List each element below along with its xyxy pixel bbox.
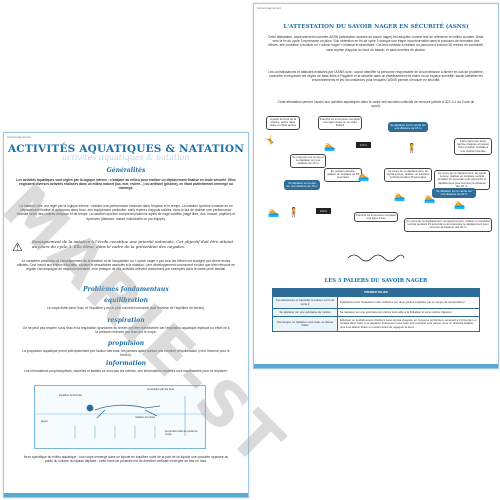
right-page-tag: Accompagnement [257,6,282,10]
paragraph-propulsion: La propulsion aquatique prend principale… [22,349,230,358]
step-bubble-surplace-reprendre: Au cours de ce déplacement, au signal so… [404,218,492,232]
left-page-title-shadow: activités aquatiques & natation [62,153,190,162]
subheading-information: information [105,360,147,367]
paragraph-natation-sportive: La natation, elle, est régie par la logi… [16,204,236,221]
subheading-respiration: respiration [107,317,145,324]
swimmer-forces-svg [35,396,205,438]
right-page-bottom-stripe [254,364,498,368]
step-bubble-immersion-ligne: Franchir en immersion complète une ligne… [318,116,362,130]
section-heading-paliers: LES 3 PALIERS DU SAVOIR NAGER [324,278,428,284]
step-bubble-chute-arriere: À partir du bord de la piscine, entrer d… [266,116,300,130]
table-row: S'immerger, se déplacer sous l'eau, se l… [272,316,480,333]
swimmer-arms-icon: 🏊 [394,191,406,201]
table-cell-left: Connaissances et capacités à évaluer en … [272,296,338,309]
subheading-equilibration: équilibration [104,297,148,304]
step-bubble-surplace-dorsal: En position dorsale, réaliser un surplac… [324,168,362,182]
distance-badge-2: 3.5 m [316,208,331,214]
swimmer-forces-diagram: propulsion par les bras équilibre horizo… [34,385,206,449]
diver-figure-icon: 🤸 [264,135,276,145]
wave-divider-icon [347,254,405,262]
table-header-premier-palier: PREMIER PALIER [272,287,480,298]
standing-figure-icon: 🧍 [406,143,418,153]
paragraph-attestation: Cette attestation, anciennement nommée A… [268,35,484,52]
table-cell-right: Effectuer un enchaînement d'actions sans… [337,316,480,333]
step-bubble-franchir-ligne: Franchir en immersion complète une ligne… [354,212,398,223]
step-bubble-dos-15m: Se déplacer sur le dos sur une distance … [284,180,320,191]
right-document-page: Accompagnement L'ATTESTATION DU SAVOIR N… [253,3,499,369]
paragraph-respiration: On ne peut pas respirer sous l'eau et la… [22,326,230,335]
paragraph-poussee-archimede: force spécifique du milieu aquatique : t… [23,455,229,464]
paragraph-activites-aquatiques: Les activités aquatiques sont régies par… [16,178,236,191]
step-bubble-ventre-20m: Se déplacer sur le ventre sur une distan… [432,188,476,199]
step-bubble-surplace-vertical-20m: Au cours de ce déplacement, au signal so… [434,170,490,191]
swimmer-group-icon: 🏊 [268,207,280,217]
step-bubble-ventre-15m: Se déplacer sur le ventre sur une distan… [388,122,428,133]
section-heading-problemes: Problèmes fondamentaux [83,286,169,293]
table-cell-left: Se déplacer sur une quinzaine de mètres [272,307,338,318]
distance-badge-1: 1.5 m [356,142,371,148]
label-appui: appui [41,420,48,423]
left-page-title: ACTIVITÉS AQUATIQUES & NATATION [7,143,245,155]
swimmer-underwater-icon: 🏊 [324,141,336,151]
step-bubble-retourner-dos: Se retourner sur le dos et se déplacer s… [290,154,326,168]
table-row: Connaissances et capacités à évaluer en … [272,296,480,309]
swimmer-face-icon: 🏊 [424,193,436,203]
table-row: Se déplacer sur une quinzaine de mètres … [272,307,480,318]
left-page-tag: Accompagnement [7,135,32,139]
label-rotation: rotation du corps [135,416,156,419]
paliers-table: PREMIER PALIER Connaissances et capacité… [272,287,480,333]
swimmer-front-icon: 🏊 [454,199,466,209]
warning-triangle-icon: ⚠ [12,240,23,254]
paragraph-information: Les informations proprioceptives, visuel… [24,369,228,373]
subheading-propulsion: propulsion [107,340,145,347]
handwritten-quote: Enseignement de la natation à l'école co… [32,239,234,249]
paragraph-caractere-prioritaire: Le caractère prioritaire de l'enseigneme… [16,259,236,272]
step-bubble-demi-tour: Faire demi-tour sans reprise d'appuis et… [454,138,492,155]
swimmer-back-icon: 🏊 [358,171,370,181]
table-cell-right: Se déplacer sur une quinzaine de mètres … [337,307,480,318]
section-heading-generalites: Généralités [106,167,146,174]
step-bubble-surplace-vertical: Au cours de ce déplacement, au signal so… [384,168,432,182]
left-document-page: Accompagnement ACTIVITÉS AQUATIQUES & NA… [3,132,249,498]
paragraph-accueils-collectifs: Cette attestation permet l'accès aux act… [277,100,475,109]
label-proportionnelle: proportionnelle au poids du corps [165,430,198,437]
left-page-bottom-stripe [4,493,248,497]
label-propulsion: propulsion par les bras [147,388,175,391]
table-cell-right: Indicateurs pour l'évaluation (elle s'ef… [337,296,480,309]
paragraph-equilibration: Le corps flotte dans l'eau, et l'équilib… [46,306,206,310]
table-header-row: PREMIER PALIER [272,287,480,298]
paragraph-connaissances: Les connaissances et attitudes évaluées … [268,70,484,83]
table-cell-left: S'immerger, se déplacer sous l'eau, se l… [272,316,338,333]
standing-figure-2-icon: 🧍 [288,207,300,217]
right-page-title: L'ATTESTATION DU SAVOIR NAGER EN SÉCURIT… [283,24,469,30]
label-equilibre: équilibre horizontal [59,394,82,397]
